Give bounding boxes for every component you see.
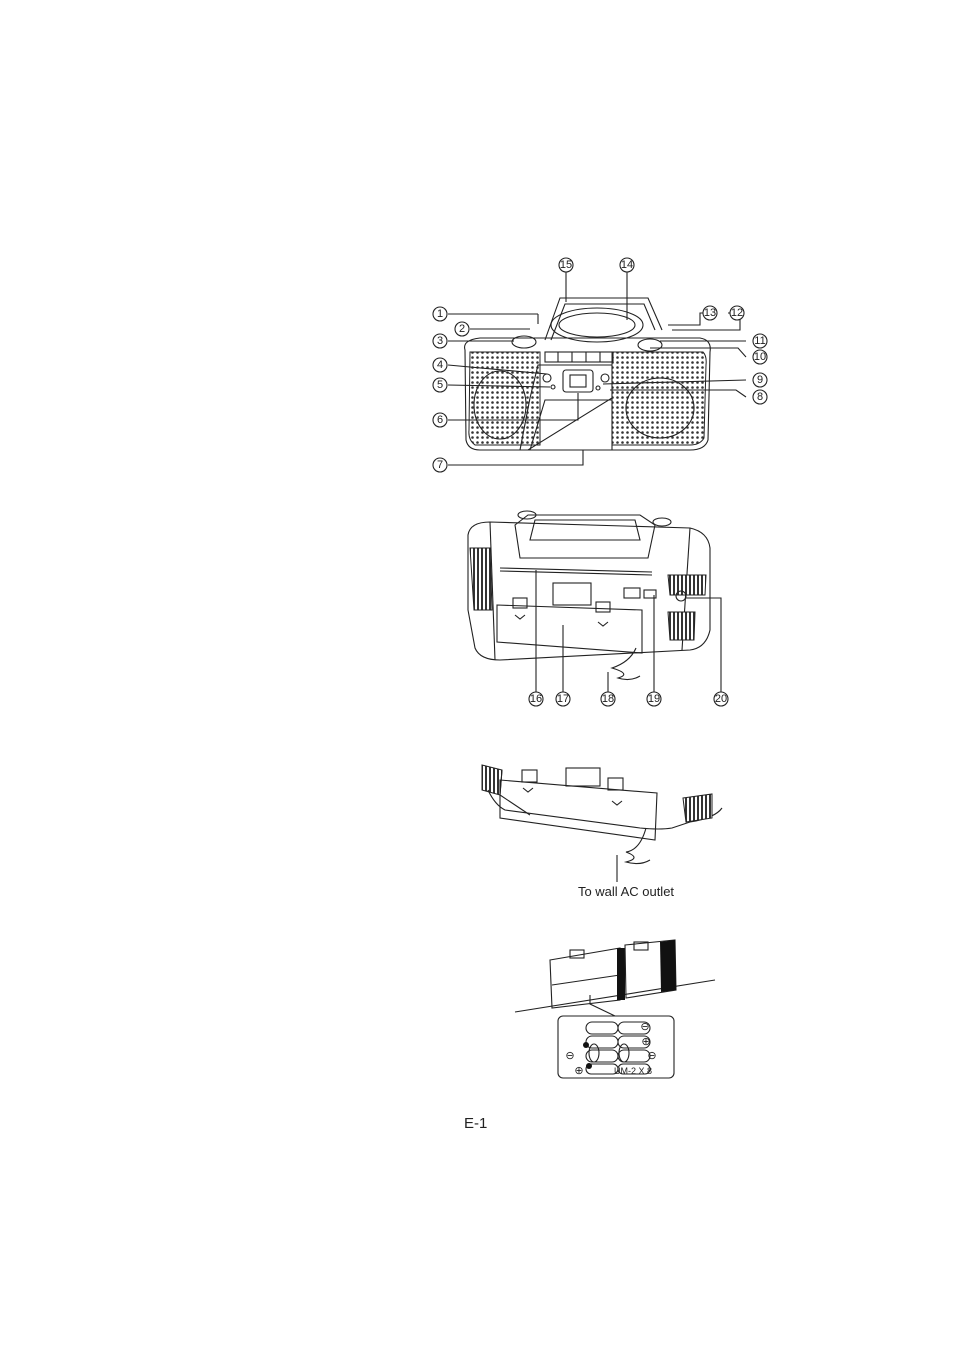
ac-connection-figure: To wall AC outlet [481,764,723,899]
svg-text:16: 16 [530,693,542,705]
svg-text:9: 9 [757,374,763,386]
svg-text:15: 15 [560,259,572,271]
ac-outlet-caption: To wall AC outlet [578,884,674,899]
svg-text:11: 11 [754,335,765,347]
back-leader-lines [535,570,722,692]
callout-15: 15 [558,257,574,273]
callout-10: 10 [752,349,768,365]
svg-text:2: 2 [459,323,465,335]
callout-7: 7 [432,457,448,473]
callout-13: 13 [702,305,718,321]
svg-text:18: 18 [602,693,614,705]
svg-text:6: 6 [437,414,443,426]
callout-17: 17 [555,691,571,707]
svg-text:20: 20 [715,693,727,705]
callout-1: 1 [432,306,448,322]
callout-2: 2 [454,321,470,337]
ac-connection-drawing [481,764,723,882]
front-leader-lines [447,272,747,466]
callout-9: 9 [752,372,768,388]
battery-compartment-drawing [514,939,716,1017]
battery-figure: ⊖ ⊕ ⊖ ⊖ ⊕ UM-2 X 8 [514,939,716,1079]
svg-text:19: 19 [648,693,660,705]
svg-text:13: 13 [704,307,716,319]
boombox-front-drawing [464,297,711,451]
svg-text:4: 4 [437,359,443,371]
callout-8: 8 [752,389,768,405]
svg-text:8: 8 [757,391,763,403]
svg-text:10: 10 [754,351,766,363]
svg-text:3: 3 [437,335,443,347]
svg-text:⊖: ⊖ [647,1050,656,1062]
back-view-figure: 16 17 18 19 20 [467,510,729,707]
svg-text:⊕: ⊕ [574,1065,583,1077]
svg-text:⊖: ⊖ [640,1021,649,1033]
callout-14: 14 [619,257,635,273]
callout-5: 5 [432,377,448,393]
callout-4: 4 [432,357,448,373]
callout-16: 16 [528,691,544,707]
svg-text:⊖: ⊖ [565,1050,574,1062]
callout-12: 12 [729,305,745,321]
svg-text:⊕: ⊕ [641,1036,650,1048]
callout-6: 6 [432,412,448,428]
callout-18: 18 [600,691,616,707]
svg-text:5: 5 [437,379,443,391]
callout-3: 3 [432,333,448,349]
svg-text:17: 17 [557,693,569,705]
battery-cells [583,1021,651,1075]
battery-label: UM-2 X 8 [614,1066,652,1076]
svg-text:7: 7 [437,459,443,471]
callout-11: 11 [752,333,768,349]
boombox-back-drawing [467,510,711,681]
page-number: E-1 [464,1115,488,1132]
battery-inset-box: ⊖ ⊕ ⊖ ⊖ ⊕ UM-2 X 8 [557,1015,675,1079]
callout-20: 20 [713,691,729,707]
svg-text:12: 12 [731,307,743,319]
svg-text:14: 14 [621,259,633,271]
callout-19: 19 [646,691,662,707]
svg-text:1: 1 [437,308,443,320]
front-view-figure: 1 2 3 4 5 6 7 8 9 10 11 12 13 14 15 [432,257,768,473]
